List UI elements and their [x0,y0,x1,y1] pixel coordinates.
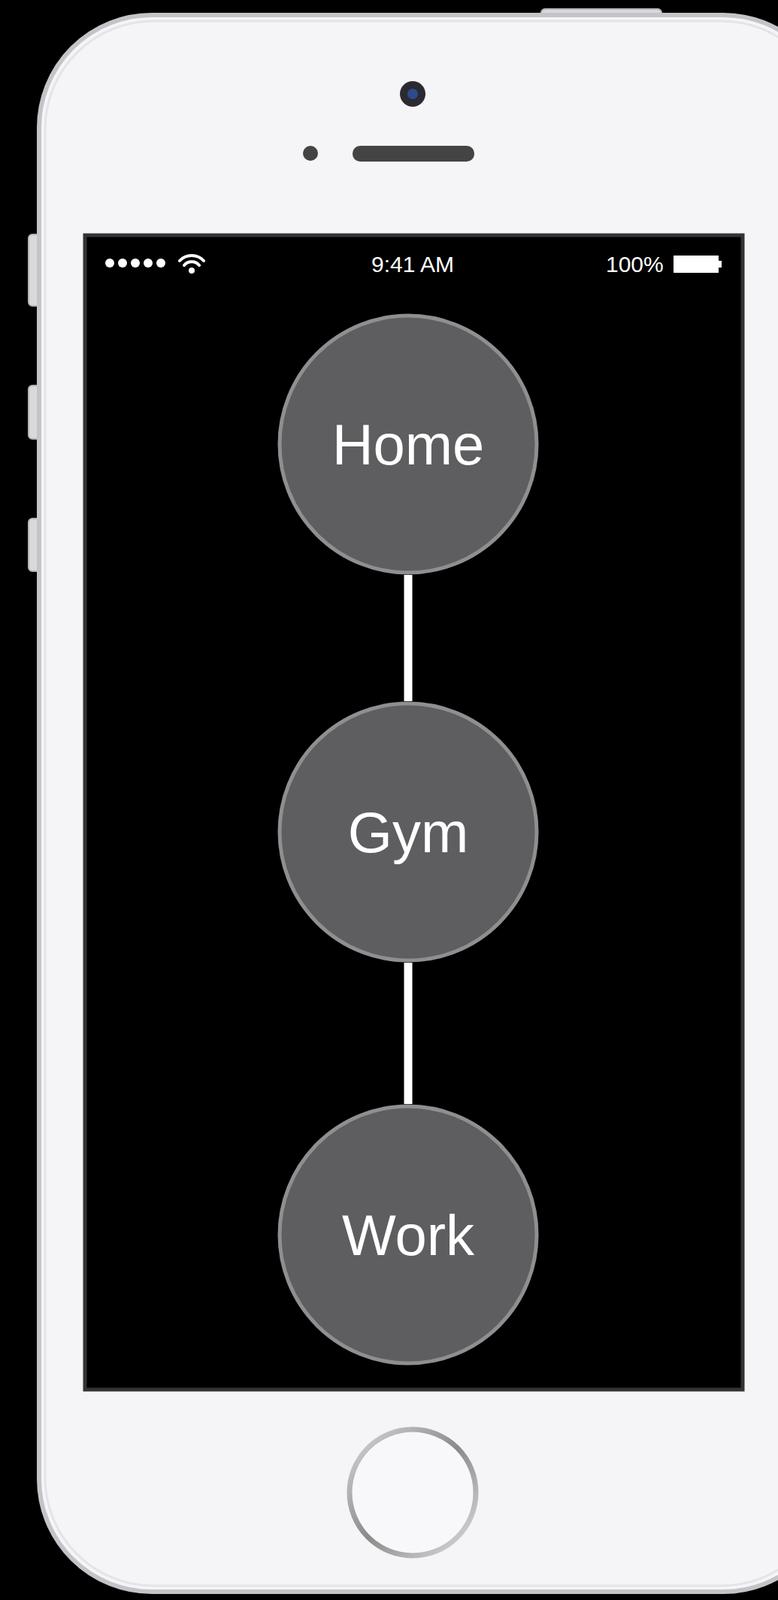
place-circle: Work [277,1104,539,1366]
place-name: Home [332,411,485,478]
phone-body [39,15,778,1593]
circle-shape [279,1106,537,1364]
status-time: 9:41 AM [371,253,455,276]
speaker [352,145,475,162]
place-circle: Home [277,313,539,576]
place-name: Work [342,1202,475,1269]
battery-icon [674,256,718,273]
signal-dots [105,258,166,268]
circle-shape [279,315,537,573]
connector-line [404,575,413,702]
camera [399,81,426,107]
phone-bezel [45,21,778,1587]
place-name: Gym [348,799,469,866]
sensor [302,145,318,161]
camera-lens [407,88,418,100]
home-button [349,1429,476,1556]
connector-line [404,962,413,1105]
wifi-symbol [179,255,204,273]
circle-shape [279,703,537,961]
battery-tip [718,260,722,268]
place-circle: Gym [277,701,539,963]
screen [84,235,743,1390]
status-battery: 100% [605,253,664,276]
